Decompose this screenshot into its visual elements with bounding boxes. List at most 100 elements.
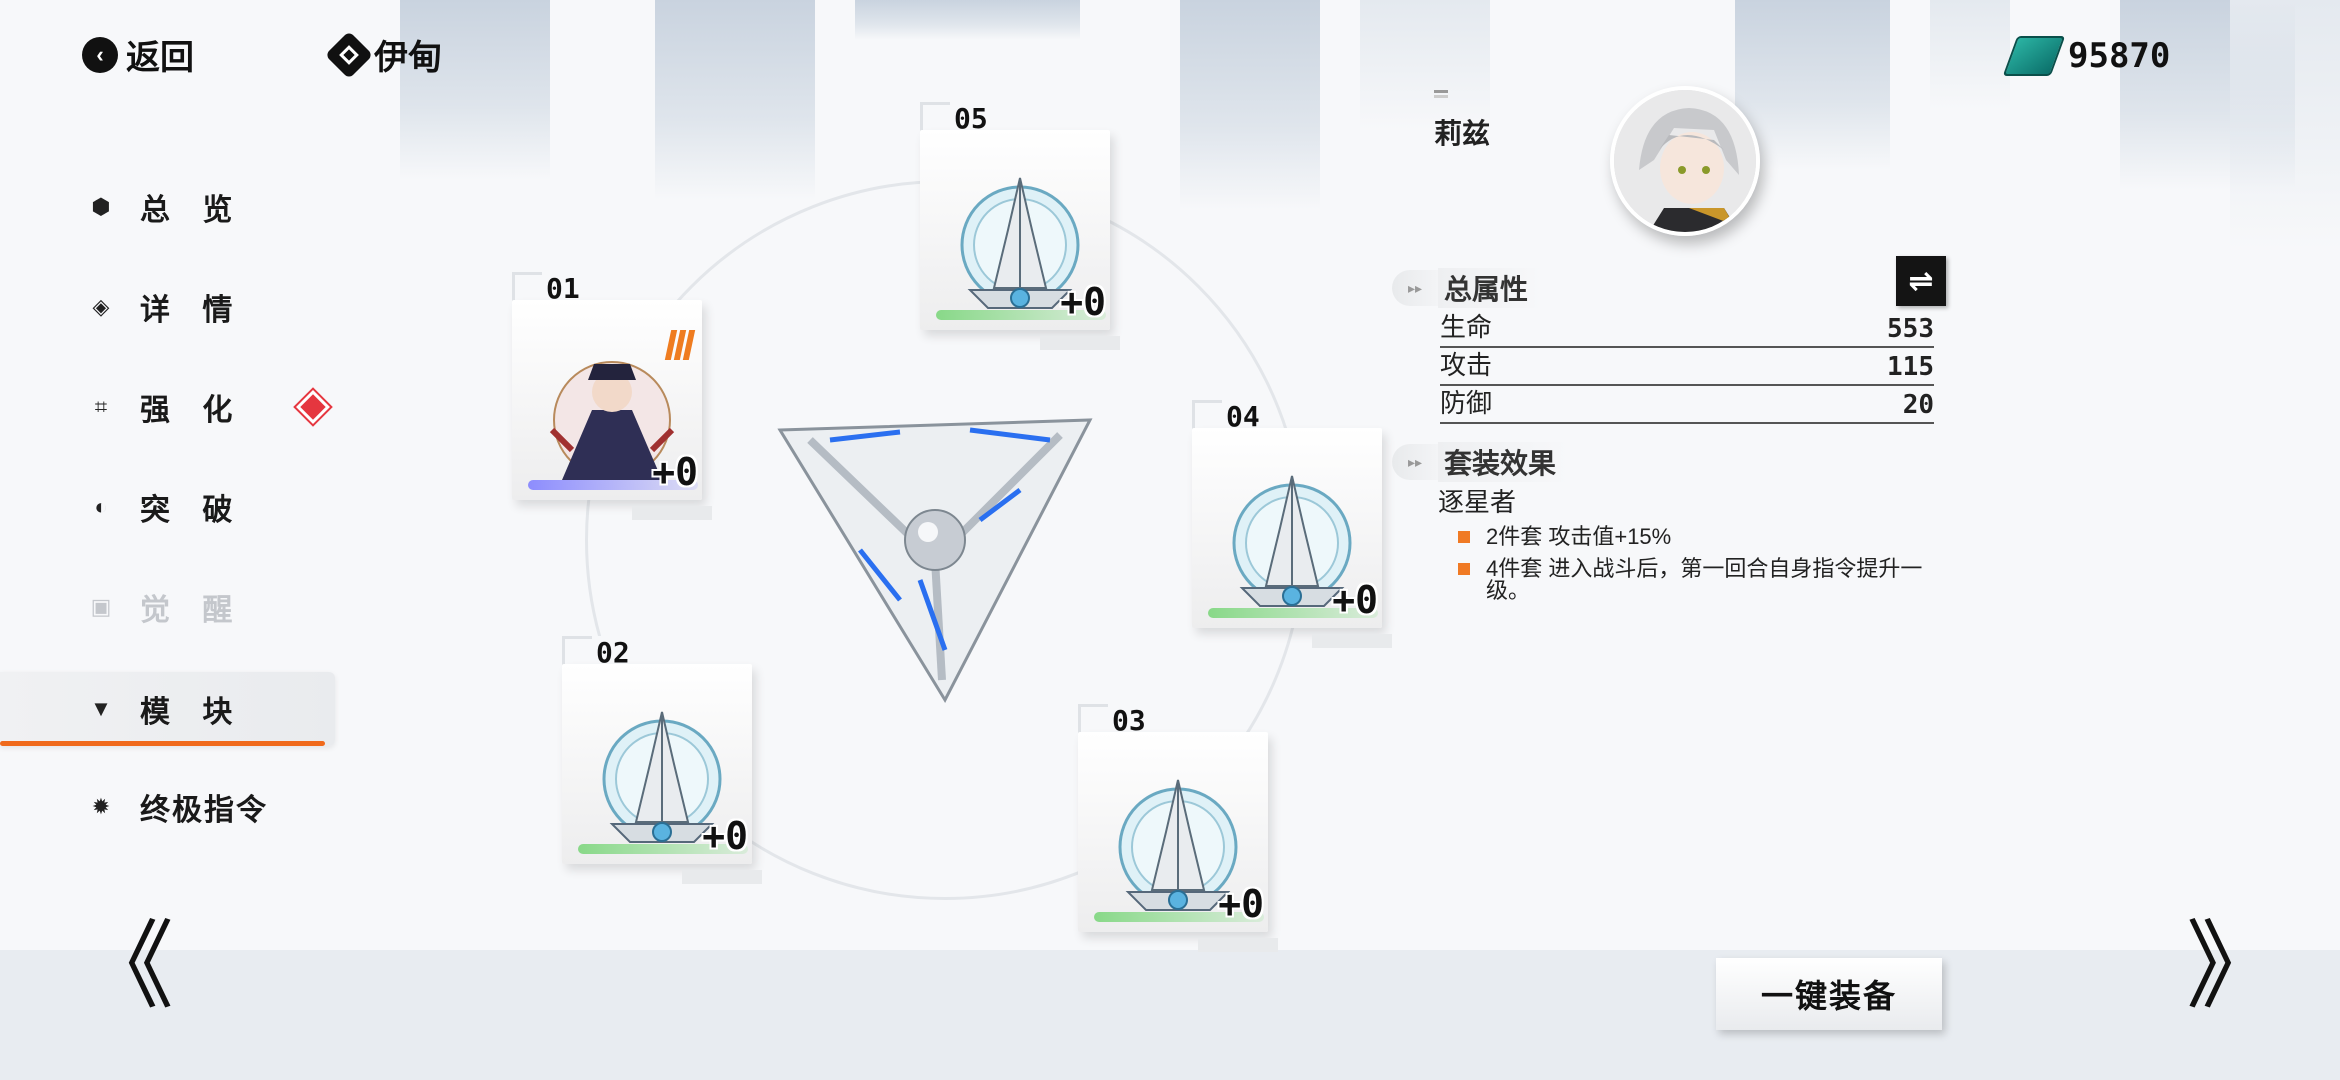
bottom-band xyxy=(0,950,2340,1080)
module-level: +0 xyxy=(1060,280,1106,324)
stats-title: 总属性 xyxy=(1438,268,1543,308)
sidebar-item-label: 终极指令 xyxy=(140,794,268,827)
notification-badge xyxy=(300,394,326,420)
set-effect-4pc: 4件套 进入战斗后，第一回合自身指令提升一级。 xyxy=(1458,558,1938,602)
slot-shadow xyxy=(1198,938,1278,952)
back-button[interactable]: ‹ 返回 xyxy=(82,30,194,79)
set-effect-title: 套装效果 xyxy=(1438,442,1571,482)
rarity-bar xyxy=(1094,912,1264,922)
stat-label: 生命 xyxy=(1440,312,1493,342)
double-chevron-left-icon: 《 xyxy=(78,910,174,1022)
sidebar-item-label: 详 情 xyxy=(140,294,245,327)
back-label: 返回 xyxy=(126,39,194,77)
sidebar-item-overview[interactable]: ⬢ 总 览 xyxy=(0,170,335,244)
sidebar-item-label: 觉 醒 xyxy=(140,594,245,627)
slot-number: 04 xyxy=(1222,400,1264,433)
slot-number: 05 xyxy=(950,102,992,135)
module-card: +0 xyxy=(1192,428,1382,628)
character-module-icon xyxy=(549,361,675,480)
next-character-button[interactable]: 》 xyxy=(2186,918,2282,1014)
sidebar-item-awaken[interactable]: ▣ 觉 醒 xyxy=(0,570,335,644)
set-effect-2pc: 2件套 攻击值+15% xyxy=(1458,526,1938,548)
set-name: 逐星者 xyxy=(1438,487,1517,517)
stat-row-defense: 防御 20 xyxy=(1440,388,1934,424)
module-slot-05[interactable]: 05 +0 xyxy=(920,102,1120,350)
avatar-image xyxy=(1614,90,1756,232)
stats-header: ▸▸ 总属性 xyxy=(1392,268,1543,308)
rarity-bar xyxy=(936,310,1106,320)
slot-tab xyxy=(920,102,950,132)
stat-value: 115 xyxy=(1887,352,1934,382)
crystal-icon xyxy=(2002,36,2066,76)
module-slot-01[interactable]: 01 +0 xyxy=(512,272,712,520)
effect-text: 4件套 进入战斗后，第一回合自身指令提升一级。 xyxy=(1486,556,1923,603)
prev-character-button[interactable]: 《 xyxy=(78,918,174,1014)
rarity-bar xyxy=(528,480,698,490)
stat-label: 防御 xyxy=(1440,388,1493,418)
module-level: +0 xyxy=(702,814,748,858)
diamond-icon: ◈ xyxy=(92,294,110,319)
slot-number: 01 xyxy=(542,272,584,305)
gear-icon: ✹ xyxy=(91,794,111,819)
double-arrow-icon: ▸▸ xyxy=(1392,270,1438,306)
bullet-icon xyxy=(1458,531,1470,543)
module-card: +0 xyxy=(920,130,1110,330)
location-label: 伊甸 xyxy=(374,39,442,77)
home-button[interactable]: 伊甸 xyxy=(324,30,442,79)
double-chevron-right-icon: 》 xyxy=(2186,910,2282,1022)
stat-value: 553 xyxy=(1887,314,1934,344)
currency-value: 95870 xyxy=(2068,36,2171,76)
slot-shadow xyxy=(682,870,762,884)
set-effect-header: ▸▸ 套装效果 xyxy=(1392,442,1571,482)
home-diamond-icon xyxy=(324,30,374,79)
sidebar-item-enhance[interactable]: ⌗ 强 化 xyxy=(0,370,335,444)
module-level: +0 xyxy=(1218,882,1264,926)
sidebar-item-details[interactable]: ◈ 详 情 xyxy=(0,270,335,344)
module-slot-02[interactable]: 02 +0 xyxy=(562,636,762,884)
rarity-bar xyxy=(578,844,748,854)
module-core-icon xyxy=(777,418,1093,704)
slot-number: 02 xyxy=(592,636,634,669)
hexagon-icon: ⬢ xyxy=(91,194,111,219)
effect-text: 2件套 攻击值+15% xyxy=(1486,524,1672,549)
sidebar-item-ultimate[interactable]: ✹ 终极指令 xyxy=(0,770,335,844)
sidebar-item-module[interactable]: ▼ 模 块 xyxy=(0,672,335,746)
bracket-icon: ⌗ xyxy=(94,394,108,419)
module-slot-04[interactable]: 04 +0 xyxy=(1192,400,1392,648)
slot-shadow xyxy=(1040,336,1120,350)
name-marker xyxy=(1434,90,1448,98)
module-card: +0 xyxy=(1078,732,1268,932)
slot-shadow xyxy=(632,506,712,520)
slot-tab xyxy=(1192,400,1222,430)
swap-button[interactable]: ⇌ xyxy=(1896,256,1946,306)
stat-row-hp: 生命 553 xyxy=(1440,312,1934,348)
stat-label: 攻击 xyxy=(1440,350,1493,380)
stat-row-attack: 攻击 115 xyxy=(1440,350,1934,386)
character-avatar[interactable] xyxy=(1610,86,1760,236)
module-level: +0 xyxy=(1332,578,1378,622)
module-card: +0 xyxy=(562,664,752,864)
rarity-bar xyxy=(1208,608,1378,618)
stat-value: 20 xyxy=(1902,390,1934,420)
sidebar-item-label: 总 览 xyxy=(140,194,245,227)
currency-display[interactable]: 95870 xyxy=(2002,36,2171,76)
equip-all-button[interactable]: 一键装备 xyxy=(1716,958,1942,1030)
module-level: +0 xyxy=(652,450,698,494)
double-arrow-icon: ▸▸ xyxy=(1392,444,1438,480)
slot-tab xyxy=(512,272,542,302)
swap-arrows-icon: ⇌ xyxy=(1908,264,1934,298)
slot-shadow xyxy=(1312,634,1392,648)
module-slot-03[interactable]: 03 +0 xyxy=(1078,704,1278,952)
sidebar-item-label: 突 破 xyxy=(140,494,245,527)
rank-icon xyxy=(664,330,696,360)
slot-number: 03 xyxy=(1108,704,1150,737)
sidebar-item-label: 模 块 xyxy=(140,696,245,729)
slot-tab xyxy=(1078,704,1108,734)
back-arrow-icon: ‹ xyxy=(82,36,118,73)
character-name: 莉兹 xyxy=(1434,118,1491,149)
sidebar-item-label: 强 化 xyxy=(140,394,245,427)
bullet-icon xyxy=(1458,563,1470,575)
module-card: +0 xyxy=(512,300,702,500)
sidebar-item-breakthrough[interactable]: ◐ 突 破 xyxy=(0,470,335,544)
